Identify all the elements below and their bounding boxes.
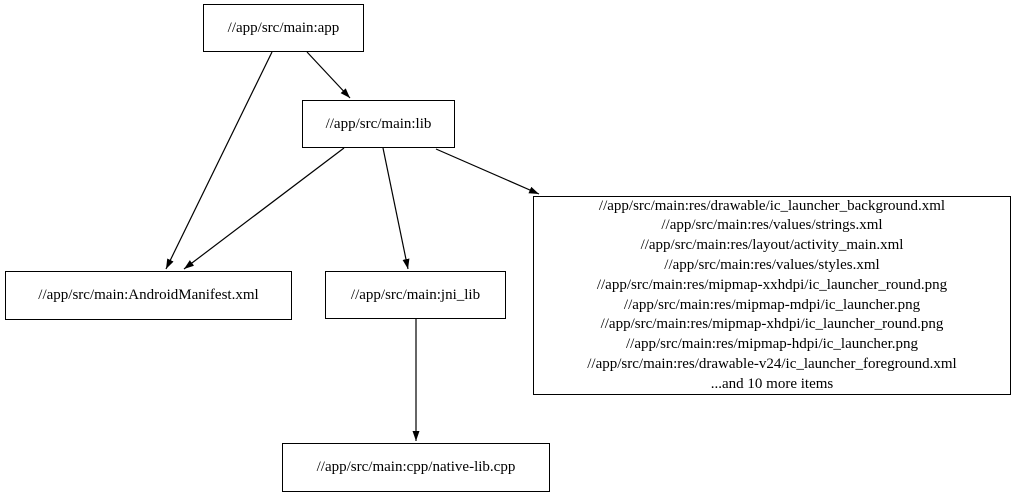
- resource-item: //app/src/main:res/drawable-v24/ic_launc…: [587, 355, 957, 372]
- node-native-lib-cpp-label: //app/src/main:cpp/native-lib.cpp: [316, 459, 516, 475]
- node-resources-group: //app/src/main:res/drawable/ic_launcher_…: [533, 196, 1011, 395]
- resource-item: //app/src/main:res/mipmap-mdpi/ic_launch…: [623, 296, 921, 313]
- edge-lib-to-jni-lib: [382, 147, 410, 270]
- resource-item: //app/src/main:res/layout/activity_main.…: [640, 237, 904, 254]
- edge-lib-to-resources: [435, 148, 540, 195]
- node-native-lib-cpp: //app/src/main:cpp/native-lib.cpp: [282, 443, 550, 492]
- resource-item: //app/src/main:res/mipmap-hdpi/ic_launch…: [625, 336, 918, 353]
- node-jni-lib-label: //app/src/main:jni_lib: [350, 286, 481, 303]
- node-lib: //app/src/main:lib: [302, 100, 455, 148]
- resource-item: //app/src/main:res/mipmap-xhdpi/ic_launc…: [600, 316, 944, 333]
- node-app: //app/src/main:app: [203, 4, 364, 52]
- node-jni-lib: //app/src/main:jni_lib: [325, 271, 506, 319]
- resource-item: //app/src/main:res/values/strings.xml: [661, 217, 883, 234]
- node-lib-label: //app/src/main:lib: [325, 115, 432, 132]
- edge-lib-to-manifest: [183, 147, 345, 270]
- node-android-manifest: //app/src/main:AndroidManifest.xml: [5, 271, 292, 320]
- node-android-manifest-label: //app/src/main:AndroidManifest.xml: [38, 287, 259, 303]
- resource-item: //app/src/main:res/values/styles.xml: [664, 256, 880, 273]
- resource-item: //app/src/main:res/mipmap-xxhdpi/ic_laun…: [596, 276, 948, 293]
- edge-app-to-lib: [306, 51, 351, 99]
- resource-item-more: ...and 10 more items: [710, 375, 834, 392]
- edge-app-to-manifest: [165, 51, 273, 270]
- node-app-label: //app/src/main:app: [227, 19, 340, 36]
- resource-item: //app/src/main:res/drawable/ic_launcher_…: [598, 197, 946, 214]
